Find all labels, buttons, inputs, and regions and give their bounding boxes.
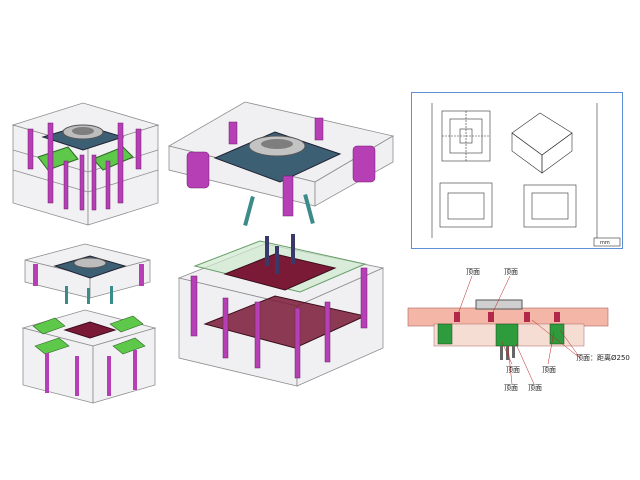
callout-right-note: 顶面：距离Ø250 (576, 353, 630, 362)
mold-assembly-exploded (21, 243, 157, 404)
section-view: 顶面 顶面 顶面：距离Ø250 顶面 顶面 顶面 顶面 (407, 268, 630, 392)
title-block-text: mm (600, 240, 610, 246)
mold-assembly-closed (11, 102, 160, 226)
callout-top-right: 顶面 (504, 268, 518, 276)
drawing-views: mm (431, 103, 621, 247)
mold-assembly-main (167, 101, 395, 387)
callout-bottom-2: 顶面 (542, 366, 556, 374)
callout-bottom-3: 顶面 (504, 384, 518, 392)
callout-top-left: 顶面 (466, 268, 480, 276)
engineering-drawing-sheet: mm (411, 92, 623, 249)
callout-bottom-4: 顶面 (528, 384, 542, 392)
callout-bottom-1: 顶面 (506, 366, 520, 374)
